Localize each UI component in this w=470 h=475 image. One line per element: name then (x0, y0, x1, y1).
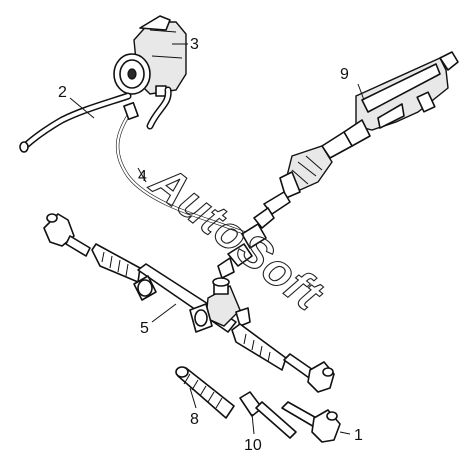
callout-2: 2 (58, 84, 67, 101)
steering-rack (43, 213, 335, 393)
pressure-line (115, 86, 262, 240)
callout-10: 10 (244, 437, 262, 454)
callout-8: 8 (190, 411, 199, 428)
steering-column (217, 51, 459, 279)
callout-9: 9 (340, 66, 349, 83)
rack-boot (175, 366, 235, 419)
callout-1: 1 (354, 427, 363, 444)
callout-labels: 3 2 4 9 5 8 10 1 (58, 36, 363, 454)
return-hose (19, 92, 132, 153)
callout-3: 3 (190, 36, 199, 53)
callout-5: 5 (140, 320, 149, 337)
power-steering-pump (113, 15, 187, 97)
callout-4: 4 (138, 168, 147, 185)
leader-lines (69, 43, 365, 435)
inner-tie-rod (239, 391, 297, 439)
tie-rod-end (281, 401, 341, 443)
